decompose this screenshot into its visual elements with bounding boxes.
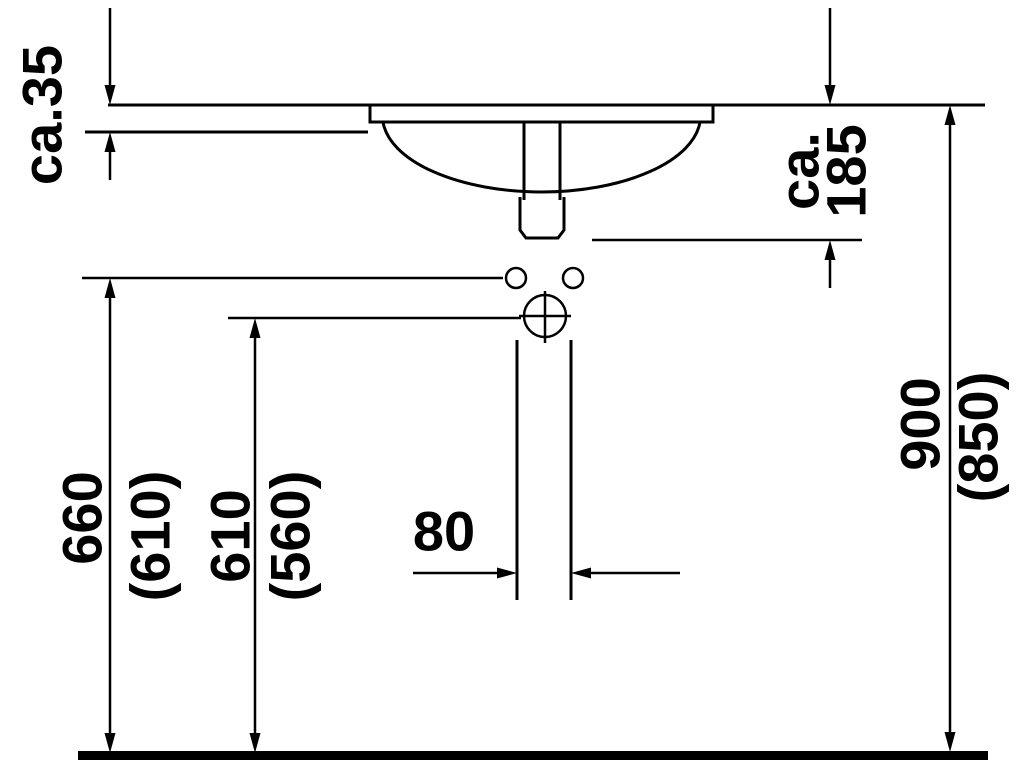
arrow-countertop-bottom-icon: [104, 132, 116, 152]
arrow-holes-bottom-icon: [104, 733, 116, 753]
floor-line: [78, 751, 988, 760]
arrow-drain-right-icon: [571, 567, 591, 579]
height-mixer-alt-label: (560): [259, 471, 322, 602]
faucet-hole-right: [561, 266, 585, 290]
height-holes-alt-label: (610): [119, 471, 182, 602]
basin-bowl-outline: [381, 121, 702, 194]
arrow-countertop-top-icon: [104, 85, 116, 105]
arrow-drain-left-icon: [497, 567, 517, 579]
arrow-mixer-bottom-icon: [249, 733, 261, 753]
height-holes-value-label: 660: [51, 471, 114, 564]
countertop-thickness-label: ca.35: [11, 45, 74, 185]
basin-depth-value-label: 185: [815, 124, 878, 217]
faucet-hole-left: [504, 266, 528, 290]
drain-width-label: 80: [413, 500, 475, 563]
total-height-value-label: 900: [889, 377, 952, 470]
arrow-depth-top-icon: [824, 85, 836, 105]
arrow-depth-bottom-icon: [824, 240, 836, 260]
arrow-total-bottom-icon: [944, 732, 956, 752]
arrow-total-top-icon: [944, 105, 956, 125]
height-mixer-value-label: 610: [199, 489, 262, 582]
arrow-mixer-top-icon: [249, 318, 261, 338]
basin-depth-prefix-label: ca.: [768, 132, 831, 210]
basin-rim-outline: [368, 105, 715, 124]
arrow-holes-top-icon: [104, 278, 116, 298]
total-height-alt-label: (850): [947, 372, 1010, 503]
drain-outline: [518, 197, 566, 240]
